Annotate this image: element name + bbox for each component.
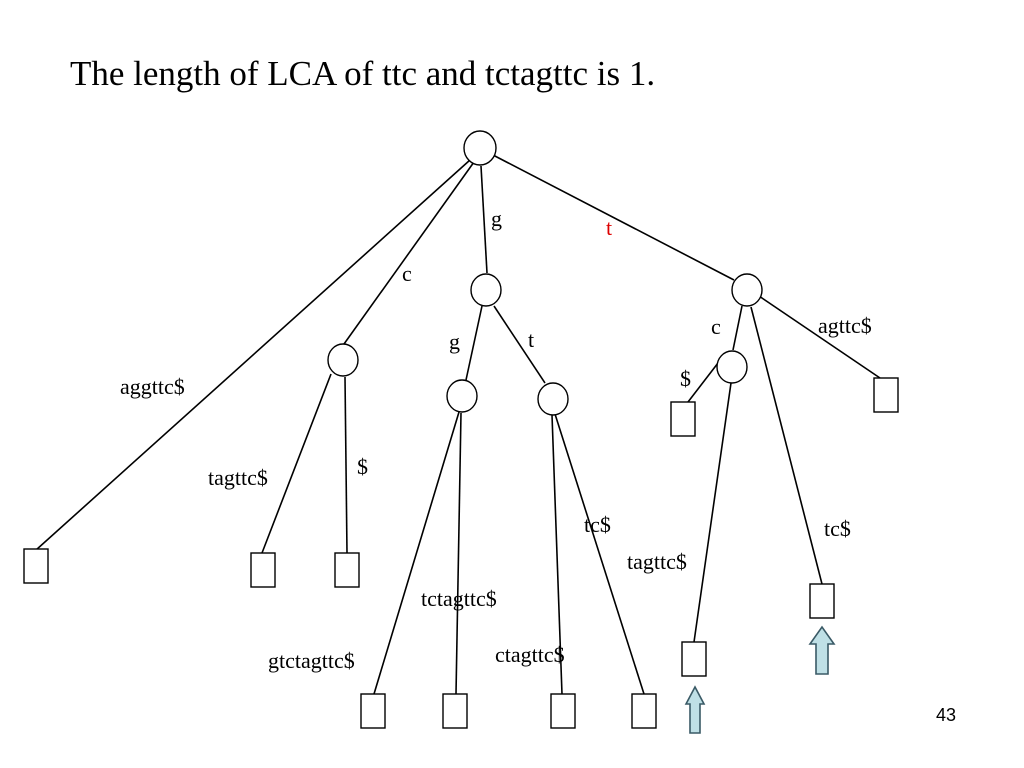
leaf-nodes (23, 377, 899, 729)
edge-t-to-leaf-agttc (758, 295, 881, 379)
label-gt-tc: tc$ (584, 512, 611, 537)
edge-gg-to-leaf-gtctagttc (373, 411, 460, 695)
pointer-arrows (684, 625, 836, 734)
leaf-ctagttc (550, 693, 576, 729)
edge-gg-to-leaf-tctagttc (455, 412, 462, 695)
label-tc-tagttc: tagttc$ (627, 549, 687, 574)
leaf-c-end (334, 552, 360, 588)
page-number: 43 (936, 705, 957, 725)
label-agttc: agttc$ (818, 313, 872, 338)
edge-g-to-node-gt (493, 305, 546, 384)
edge-tc-to-leaf-tagttc (693, 382, 732, 643)
edge-root-to-node-t (492, 154, 735, 281)
leaf-aggttc (23, 548, 49, 584)
node-tc (716, 350, 748, 384)
leaf-tagttc (250, 552, 276, 588)
leaf-tc-tagttc (681, 641, 707, 677)
leaf-tc-end (670, 401, 696, 437)
leaf-gt-tc (631, 693, 657, 729)
node-t (731, 273, 763, 307)
label-tctagttc: tctagttc$ (421, 586, 497, 611)
label-tc-end: $ (680, 366, 691, 391)
label-g-t: t (528, 327, 534, 352)
up-arrow-icon (684, 685, 706, 734)
edge-tc-to-leaf-end (687, 362, 719, 403)
edge-c-to-leaf-tagttc (261, 373, 332, 554)
leaf-t-tc (809, 583, 835, 619)
node-c (327, 343, 359, 377)
node-gt (537, 382, 569, 416)
node-gg (446, 379, 478, 413)
label-root-c: c (402, 261, 412, 286)
up-arrow-icon (808, 625, 836, 675)
label-root-t: t (606, 215, 612, 240)
edge-gt-to-leaf-ctagttc (551, 414, 563, 695)
label-c-end: $ (357, 454, 368, 479)
edge-g-to-node-gg (465, 305, 483, 381)
edge-root-to-node-c (343, 161, 475, 345)
label-gtctagttc: gtctagttc$ (268, 648, 355, 673)
edge-root-to-leaf-aggttc (35, 159, 471, 551)
label-t-tc: tc$ (824, 516, 851, 541)
edge-t-to-leaf-tc (750, 306, 823, 585)
node-g (470, 273, 502, 307)
edge-labels: aggttc$ c g t tagttc$ $ g t gtctagttc$ t… (120, 206, 872, 673)
edge-gt-to-leaf-tc (554, 413, 645, 695)
slide-title: The length of LCA of ttc and tctagttc is… (70, 54, 656, 93)
leaf-agttc (873, 377, 899, 413)
edge-t-to-node-tc (732, 305, 743, 351)
label-g-g: g (449, 329, 460, 354)
node-root (463, 130, 497, 166)
leaf-gtctagttc (360, 693, 386, 729)
internal-nodes (327, 130, 763, 416)
label-t-c: c (711, 314, 721, 339)
leaf-tctagttc (442, 693, 468, 729)
label-aggttc: aggttc$ (120, 374, 185, 399)
tree-edges (35, 154, 881, 695)
edge-c-to-leaf-end (344, 376, 348, 554)
label-root-g: g (491, 206, 502, 231)
label-tagttc: tagttc$ (208, 465, 268, 490)
edge-root-to-node-g (480, 165, 488, 274)
label-ctagttc: ctagttc$ (495, 642, 565, 667)
